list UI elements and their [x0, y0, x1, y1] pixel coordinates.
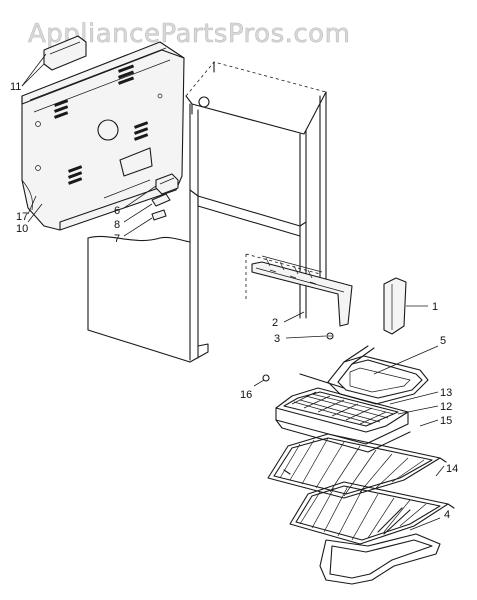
- cabinet-frame: [87, 61, 353, 363]
- terminal-block-parts: [151, 173, 179, 221]
- callout-12: 12: [440, 401, 452, 413]
- callout-14: 14: [446, 463, 458, 475]
- callout-10: 10: [16, 223, 28, 235]
- callout-13: 13: [440, 387, 452, 399]
- clip-part-16: [262, 374, 270, 382]
- broil-element-part-4: [319, 507, 441, 585]
- callout-2: 2: [272, 317, 278, 329]
- callout-1: 1: [432, 301, 438, 313]
- leader-lines: [21, 53, 445, 531]
- bake-element-part-5: [299, 345, 429, 405]
- screw-part-3: [326, 332, 334, 340]
- side-trim-part-1: [383, 277, 407, 335]
- callout-7: 7: [114, 233, 120, 245]
- callout-11: 11: [10, 81, 21, 93]
- callout-15: 15: [440, 415, 452, 427]
- callout-8: 8: [114, 219, 120, 231]
- callout-16: 16: [240, 389, 252, 401]
- oven-rack-part-15: [267, 433, 447, 499]
- oven-rack-part-14: [289, 481, 455, 545]
- broiler-pan-part-12: [275, 407, 411, 453]
- callout-3: 3: [274, 333, 280, 345]
- callout-6: 6: [114, 205, 120, 217]
- callout-17: 17: [16, 211, 28, 223]
- callout-5: 5: [440, 335, 446, 347]
- callout-labels: 11 17 10 6 8 7 2 3 1 5 16 13 12 15 14 4: [10, 81, 458, 521]
- callout-4: 4: [444, 509, 450, 521]
